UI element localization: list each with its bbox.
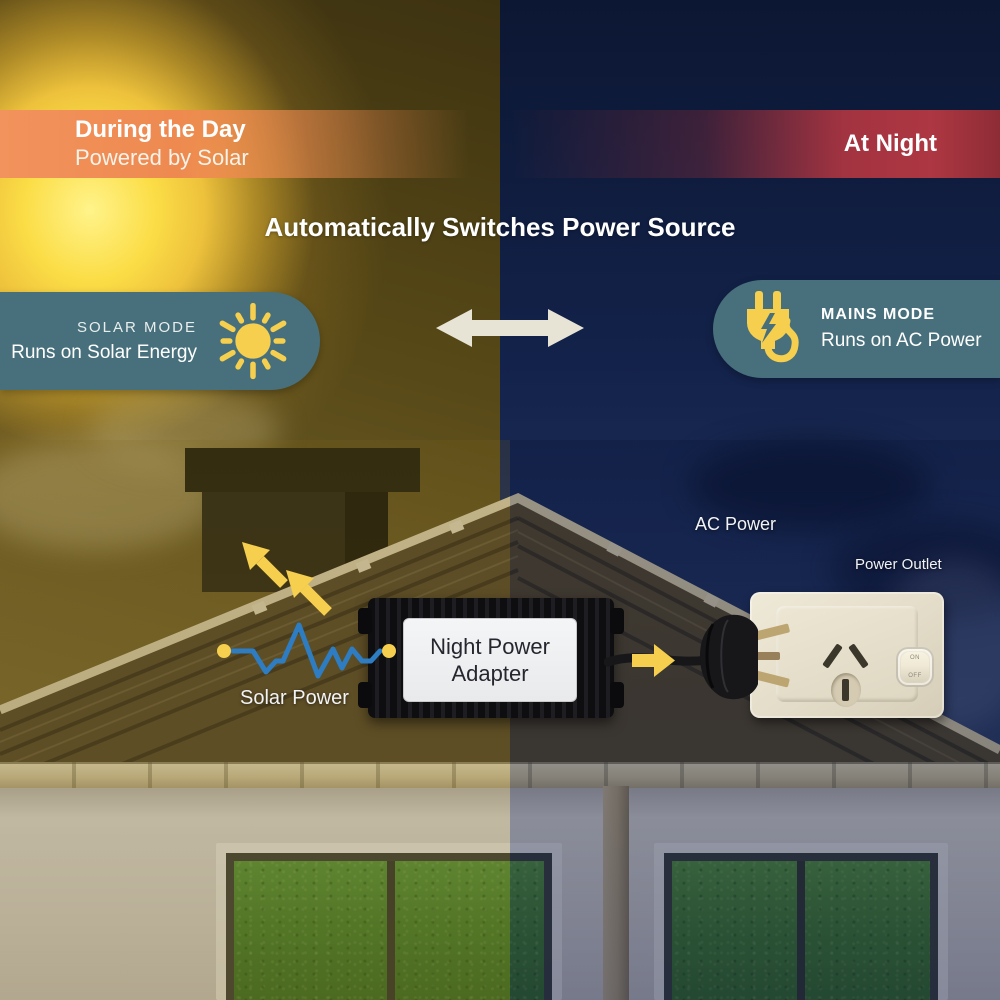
- night-power-adapter: Night Power Adapter: [358, 598, 624, 718]
- headline: Automatically Switches Power Source: [264, 212, 736, 242]
- beam-texture: [0, 762, 1000, 790]
- chimney-cap: [185, 448, 420, 492]
- socket-slot-left: [822, 643, 843, 669]
- sun-icon: [219, 302, 287, 380]
- mains-mode-description: Runs on AC Power: [821, 330, 982, 351]
- power-outlet: ON OFF: [750, 592, 944, 718]
- switch-on-label: ON: [910, 655, 920, 661]
- fascia-beam: [0, 762, 1000, 790]
- plug-icon: [747, 291, 799, 363]
- mains-mode-label: MAINS MODE: [821, 306, 935, 323]
- right-window-mullion: [797, 861, 805, 1000]
- ac-flow-arrow-icon: [632, 644, 675, 677]
- switch-off-label: OFF: [908, 673, 922, 679]
- solar-mode-label: SOLAR MODE: [76, 318, 197, 336]
- solar-wire-graphic: [217, 622, 396, 679]
- solar-mode-pill: SOLAR MODE Runs on Solar Energy: [0, 292, 320, 390]
- sunlight-arrow-icon: [242, 542, 288, 588]
- outlet-switch-rocker: ON OFF: [901, 652, 929, 682]
- solar-mode-description: Runs on Solar Energy: [11, 341, 197, 363]
- swap-arrow-icon: [436, 309, 584, 347]
- adapter-label-line1: Night Power: [430, 633, 550, 659]
- day-banner-title: During the Day: [75, 116, 246, 144]
- day-tint-overlay: [0, 440, 510, 1000]
- day-cloud: [0, 440, 220, 550]
- left-window-mullion: [387, 861, 395, 1000]
- solar-power-label: Solar Power: [240, 687, 349, 709]
- power-plug-graphic: [700, 614, 790, 700]
- night-tint-overlay: [510, 440, 1000, 1000]
- night-banner: At Night: [510, 110, 1000, 178]
- night-banner-title: At Night: [843, 129, 937, 157]
- power-outlet-label: Power Outlet: [855, 556, 942, 573]
- socket-earth-recess: [831, 673, 861, 707]
- sunlight-arrow-icon: [286, 570, 332, 616]
- adapter-label: Night Power Adapter: [403, 618, 577, 702]
- adapter-label-line2: Adapter: [451, 661, 529, 686]
- night-cloud: [690, 440, 930, 530]
- day-banner-subtitle: Powered by Solar: [75, 145, 249, 171]
- outlet-switch: ON OFF: [896, 647, 934, 687]
- wood-post: [603, 786, 629, 1000]
- socket-slot-earth: [842, 679, 849, 701]
- mains-mode-pill: MAINS MODE Runs on AC Power: [713, 280, 1000, 378]
- socket-slot-right: [848, 643, 869, 669]
- outlet-socket: ON OFF: [776, 606, 934, 707]
- day-banner: During the Day Powered by Solar: [0, 110, 510, 178]
- ac-power-label: AC Power: [695, 514, 777, 534]
